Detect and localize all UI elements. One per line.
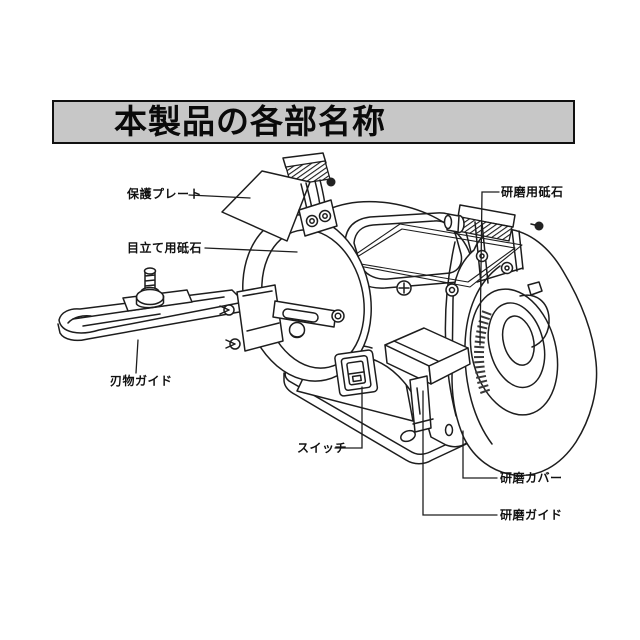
label-grinding-cover: 研磨カバー (500, 471, 563, 485)
bracket-screw-2 (500, 261, 514, 275)
section-title: 本製品の各部名称 (114, 102, 386, 141)
eye-shield-frame (342, 223, 523, 288)
grinding-cover-shape (444, 227, 598, 477)
grinding-guide-assembly (384, 327, 471, 433)
blade-guide-assembly (57, 267, 345, 352)
leader-switch (334, 386, 363, 449)
label-dressing-wheel: 目立て用砥石 (127, 241, 203, 255)
leader-grinding-wheel (479, 191, 500, 346)
label-blade-guide: 刃物ガイド (110, 374, 173, 388)
leader-blade-guide (135, 339, 139, 374)
bracket-screw (475, 249, 489, 263)
bracket-screw-3 (445, 283, 459, 297)
label-protection-plate: 保護プレート (127, 187, 203, 201)
leader-protection-plate (188, 194, 251, 199)
label-switch: スイッチ (297, 441, 348, 455)
label-grinding-guide: 研磨ガイド (500, 508, 563, 522)
housing-screw-2 (396, 280, 412, 296)
section-title-banner: 本製品の各部名称 (52, 100, 575, 144)
label-grinding-wheel: 研磨用砥石 (501, 185, 564, 199)
switch-assembly (334, 349, 379, 397)
leader-grinding-cover (462, 430, 498, 479)
protection-plate-assembly (221, 152, 338, 242)
protection-plate-shape (221, 170, 311, 242)
grinding-wheel-assembly (443, 204, 544, 297)
leader-lines (135, 191, 500, 516)
leader-grinding-guide (422, 390, 498, 516)
leader-dressing-wheel (204, 247, 298, 253)
